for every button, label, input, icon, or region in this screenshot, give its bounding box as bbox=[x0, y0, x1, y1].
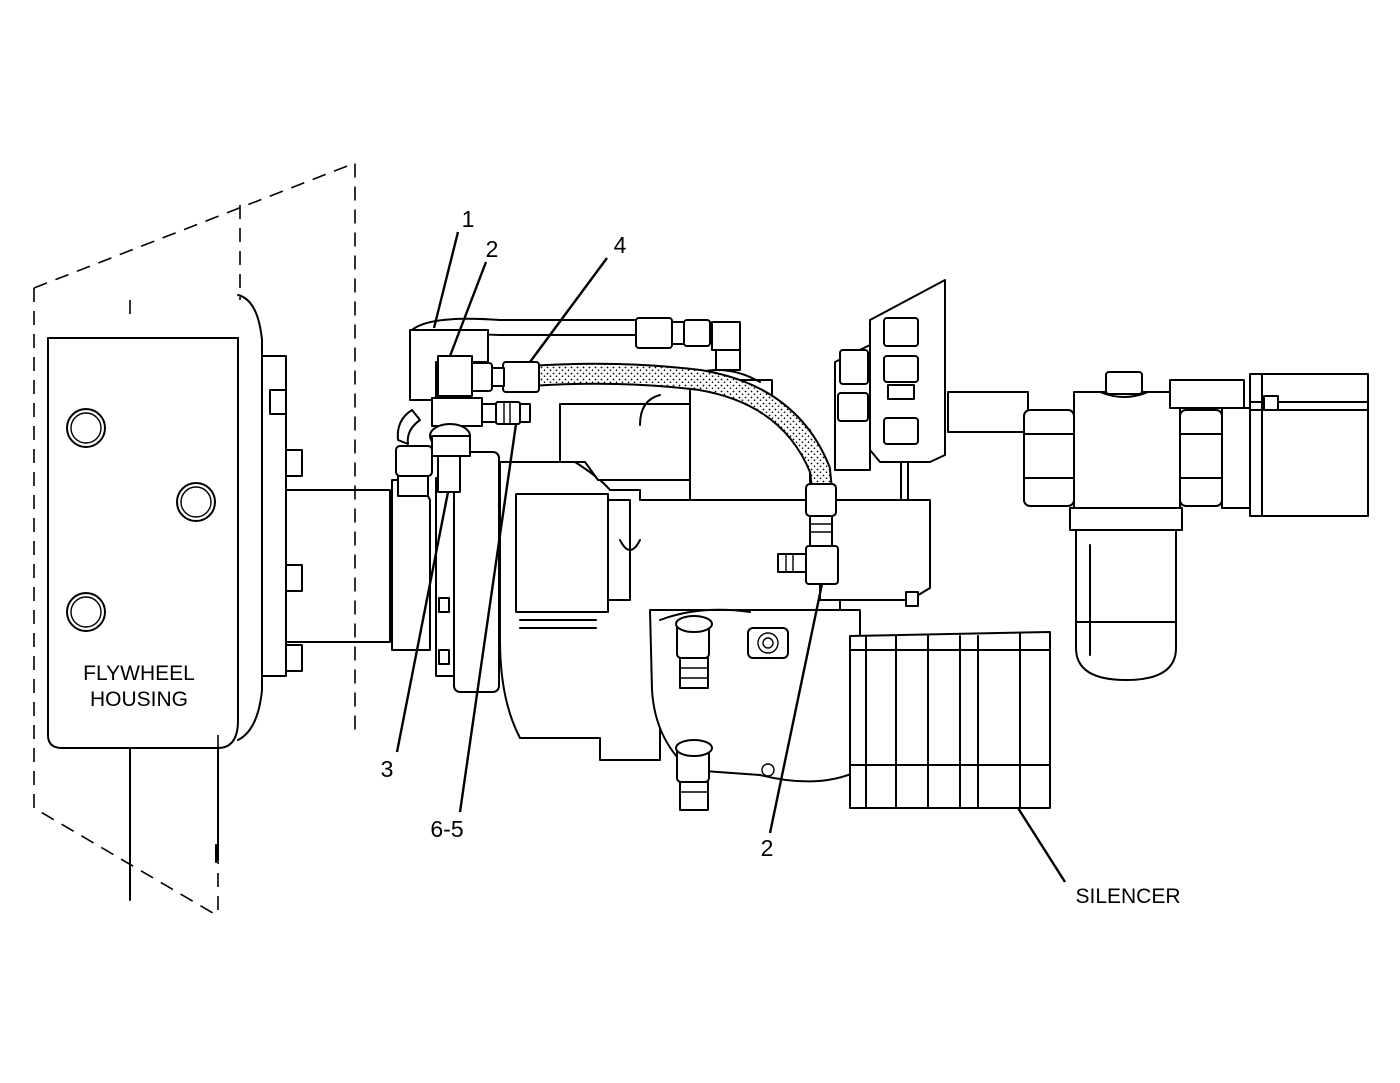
mounting-bracket bbox=[819, 279, 946, 607]
flywheel-housing bbox=[33, 161, 391, 917]
callout-6-5: 6-5 bbox=[430, 816, 463, 842]
callout-2-bottom: 2 bbox=[761, 835, 774, 861]
hose-and-fittings bbox=[395, 317, 839, 585]
leader-2-bottom bbox=[768, 583, 824, 834]
air-supply-assembly bbox=[947, 371, 1369, 681]
leader-lines bbox=[395, 231, 1067, 883]
leader-2-top bbox=[448, 261, 488, 357]
leader-6-5 bbox=[458, 423, 518, 813]
callout-3: 3 bbox=[381, 756, 394, 782]
callout-4: 4 bbox=[614, 232, 627, 258]
leader-1 bbox=[432, 231, 460, 329]
labels: FLYWHEEL HOUSING SILENCER 1 2 4 3 6-5 2 bbox=[83, 206, 1180, 908]
leader-4 bbox=[529, 257, 608, 363]
silencer bbox=[849, 631, 1051, 809]
leader-3 bbox=[395, 491, 450, 753]
flywheel-housing-label-line2: HOUSING bbox=[90, 688, 188, 711]
callout-2-top: 2 bbox=[486, 236, 499, 262]
callout-1: 1 bbox=[462, 206, 475, 232]
flywheel-housing-label-line1: FLYWHEEL bbox=[83, 662, 195, 685]
silencer-label: SILENCER bbox=[1075, 885, 1180, 908]
leader-silencer bbox=[1016, 807, 1067, 883]
air-starter bbox=[391, 379, 885, 811]
